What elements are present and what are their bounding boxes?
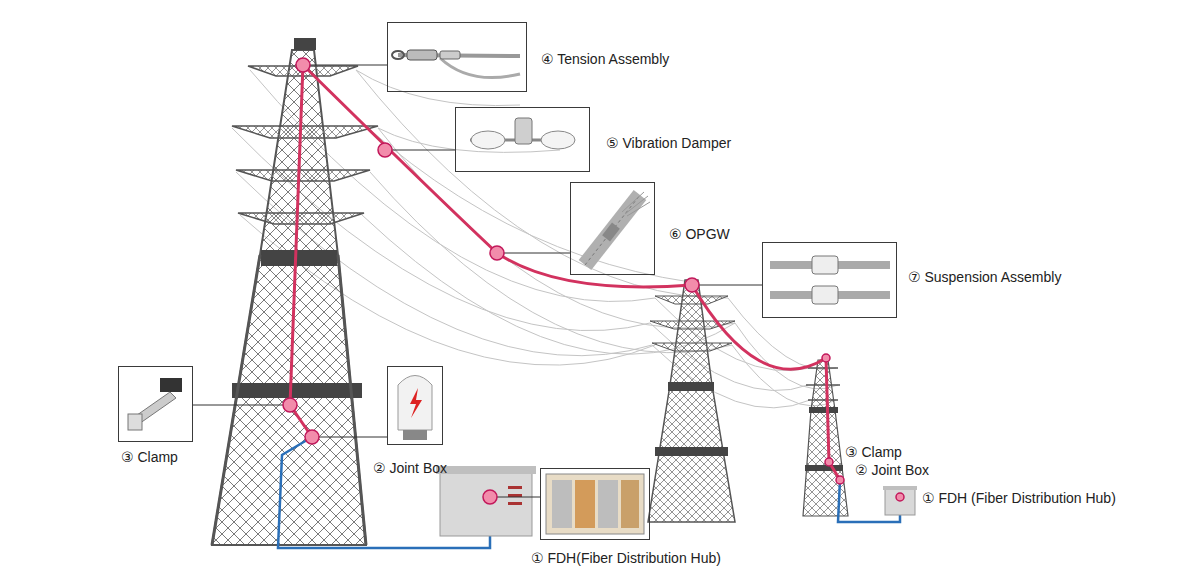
callout-box: ⑦ Suspension Assembly [762,242,897,318]
callout-label: ④ Tension Assembly [541,51,669,68]
part-label: ① FDH (Fiber Distribution Hub) [922,490,1116,507]
callout-label: ⑥ OPGW [669,226,730,243]
callout-box: ① FDH(Fiber Distribution Hub) [540,468,650,540]
fdh-picture [546,474,644,534]
callout-box: ④ Tension Assembly [387,22,527,92]
transmission-tower [648,280,735,522]
leader-lines [193,65,762,497]
callout-label: ② Joint Box [373,460,447,477]
callout-box: ③ Clamp [118,366,193,442]
callout-box: ② Joint Box [387,366,443,445]
suspension-assembly-picture [770,256,890,304]
fdh-cabinet [436,466,917,536]
callout-label: ⑦ Suspension Assembly [908,269,1061,286]
part-label: ② Joint Box [855,462,929,479]
opgw-cable [290,65,840,480]
joint-box-picture [398,376,432,441]
vibration-damper-picture [470,118,575,149]
callout-dots [283,58,904,504]
part-label: ③ Clamp [845,444,902,461]
callout-box: ⑥ OPGW [570,182,655,275]
opgw-picture [585,192,650,265]
tension-assembly-picture [392,50,520,78]
callout-label: ⑤ Vibration Damper [606,135,731,152]
callout-label: ① FDH(Fiber Distribution Hub) [531,550,721,567]
callout-box: ⑤ Vibration Damper [455,107,590,172]
callout-label: ③ Clamp [121,449,178,466]
clamp-picture [128,378,182,430]
underground-cable [278,437,900,548]
